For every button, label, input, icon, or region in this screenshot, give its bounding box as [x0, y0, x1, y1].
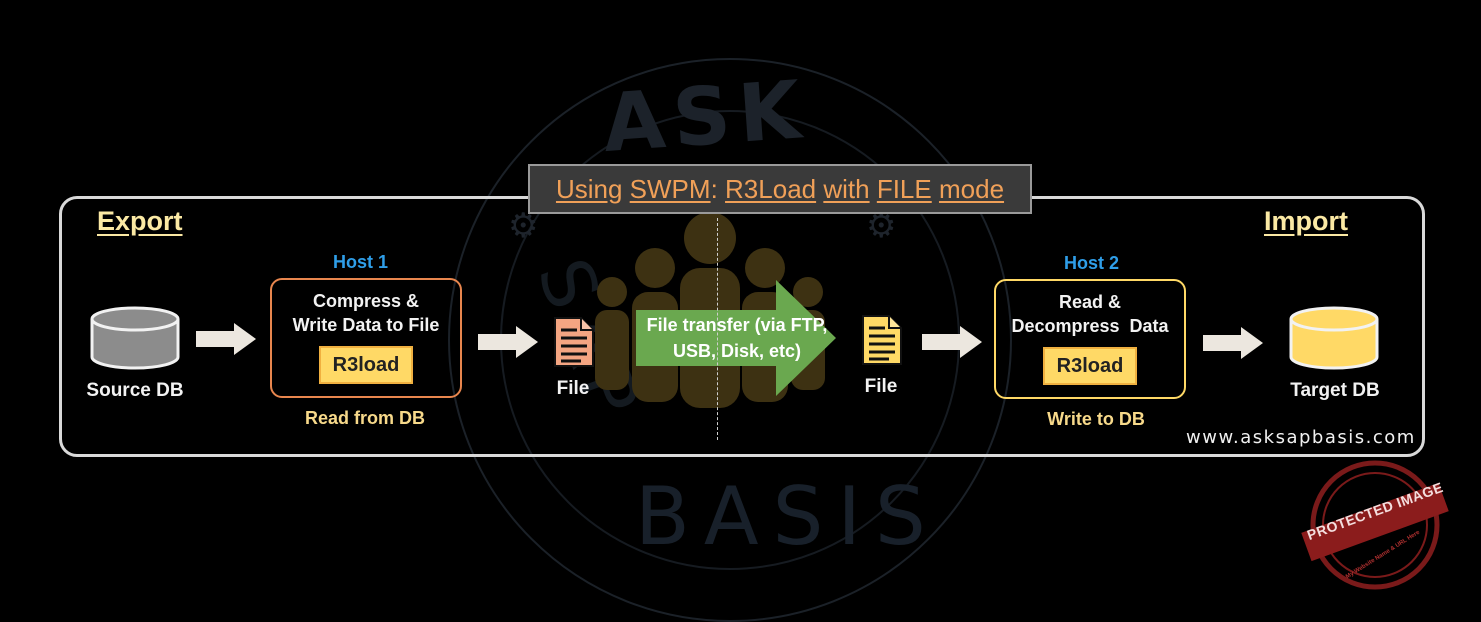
source-db-icon — [90, 306, 180, 370]
watermark-ask: ASK — [600, 62, 812, 171]
host-divider-line — [717, 218, 718, 440]
title-file: FILE — [876, 173, 932, 204]
export-file-icon — [554, 317, 594, 367]
arrow-host2-to-db — [1203, 327, 1263, 359]
import-label: Import — [1264, 206, 1348, 236]
write-to-db-label: Write to DB — [1047, 409, 1145, 429]
arrow-file-to-host2 — [922, 326, 982, 358]
host1-text-line2: Write Data to File — [292, 315, 440, 335]
host2-box-text: Read & Decompress Data — [1011, 290, 1168, 338]
arrow-db-to-host1 — [196, 323, 256, 355]
transfer-line2: USB, Disk, etc) — [672, 341, 802, 361]
arrow-host1-to-file — [478, 326, 538, 358]
title-colon: : — [710, 173, 718, 204]
target-db-label: Target DB — [1290, 380, 1380, 401]
r3load-export-badge: R3load — [319, 346, 413, 384]
export-label: Export — [97, 206, 183, 236]
title-using: Using — [555, 173, 623, 204]
host2-text-line2: Decompress Data — [1011, 316, 1169, 336]
title-r3load: R3Load — [725, 173, 817, 204]
transfer-arrow — [636, 280, 836, 396]
transfer-text: File transfer (via FTP, USB, Disk, etc) — [632, 312, 842, 364]
protected-image-stamp — [1301, 460, 1449, 590]
host1-text-line1: Compress & — [312, 291, 419, 311]
host2-box: Read & Decompress Data R3load — [994, 279, 1186, 399]
read-from-db-label: Read from DB — [304, 408, 425, 428]
title-banner: Using SWPM: R3Load with FILE mode — [528, 164, 1032, 214]
import-file-icon — [862, 315, 902, 365]
transfer-line1: File transfer (via FTP, — [646, 315, 828, 335]
title-mode: mode — [938, 173, 1005, 204]
source-db-label: Source DB — [86, 380, 184, 401]
host1-box-text: Compress & Write Data to File — [293, 289, 440, 337]
host1-box: Compress & Write Data to File R3load — [270, 278, 462, 398]
r3load-import-badge: R3load — [1043, 347, 1137, 385]
title-swpm: SWPM — [629, 173, 711, 204]
website-url: www.asksapbasis.com — [1186, 427, 1416, 448]
host2-label: Host 2 — [1064, 253, 1120, 273]
import-file-label: File — [864, 376, 898, 397]
host1-label: Host 1 — [333, 252, 389, 272]
target-db-icon — [1289, 306, 1379, 370]
title-with: with — [823, 173, 870, 204]
export-file-label: File — [556, 378, 590, 399]
watermark-basis: BASIS — [635, 470, 940, 563]
host2-text-line1: Read & — [1058, 292, 1121, 312]
